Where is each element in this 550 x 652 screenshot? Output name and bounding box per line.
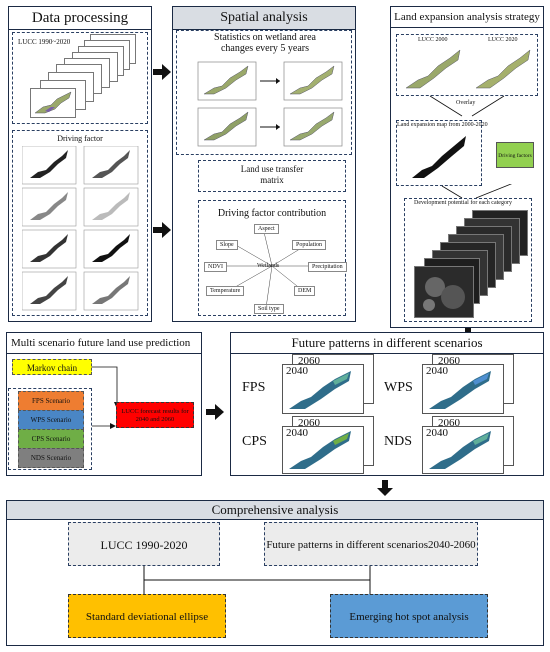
wetlands-center: Wetlands — [257, 263, 280, 269]
driving-factor-grid — [22, 146, 142, 314]
future-patterns-title: Future patterns in different scenarios — [231, 333, 543, 354]
stats-maps — [196, 60, 346, 152]
factor-aspect: Aspect — [254, 224, 279, 234]
future-label-cps: CPS — [242, 434, 267, 449]
lucc-summary-box: LUCC 1990-2020 — [68, 522, 220, 566]
potential-label: Development potential for each category — [414, 200, 512, 206]
wps-year-2040: 2040 — [426, 365, 448, 377]
arrow-data-to-spatial-2 — [153, 222, 171, 238]
future-summary-box: Future patterns in different scenarios20… — [264, 522, 478, 566]
scenario-fps: FPS Scenario — [18, 391, 84, 411]
ellipse-box: Standard deviational ellipse — [68, 594, 226, 638]
expansion-map-label: Land expansion map from 2000-2020 — [397, 122, 488, 128]
arrow-multi-to-future — [206, 404, 224, 420]
lucc-stack-label: LUCC 1990~2020 — [18, 38, 71, 46]
comprehensive-connectors — [68, 566, 488, 596]
nds-map-2040 — [422, 426, 504, 474]
arrow-future-down — [377, 480, 393, 496]
scenario-cps: CPS Scenario — [18, 429, 84, 449]
lucc-stack-maps — [26, 34, 146, 120]
factor-dem: DEM — [294, 286, 316, 296]
lucc-2020-label: LUCC 2020 — [488, 37, 518, 43]
cps-map-2040 — [282, 426, 364, 474]
scenario-nds: NDS Scenario — [18, 448, 84, 468]
factor-ndvi: NDVI — [204, 262, 227, 272]
scenario-connector — [92, 420, 116, 432]
cps-year-2040: 2040 — [286, 427, 308, 439]
factor-temperature: Temperature — [206, 286, 245, 296]
hotspot-box: Emerging hot spot analysis — [330, 594, 488, 638]
expansion-arrows — [396, 184, 538, 200]
overlay-arrows — [396, 94, 538, 120]
stats-title: Statistics on wetland area changes every… — [214, 32, 316, 54]
factor-slope: Slope — [216, 240, 238, 250]
land-expansion-title: Land expansion analysis strategy — [391, 7, 543, 28]
transfer-title: Land use transfer matrix — [240, 164, 304, 185]
lucc-2000-label: LUCC 2000 — [418, 37, 448, 43]
spatial-analysis-title: Spatial analysis — [173, 7, 355, 30]
multi-scenario-title: Multi scenario future land use predictio… — [7, 333, 201, 354]
scenario-group — [8, 388, 92, 470]
expansion-map-image — [408, 132, 474, 182]
driving-factors-box: Driving factors — [496, 142, 534, 168]
arrow-data-to-spatial-1 — [153, 64, 171, 80]
lucc-compare-maps — [400, 46, 536, 94]
transfer-box — [198, 160, 346, 192]
comprehensive-title: Comprehensive analysis — [7, 501, 543, 520]
contribution-title: Driving factor contribution — [217, 208, 327, 219]
future-label-nds: NDS — [384, 434, 413, 449]
stats-box — [176, 30, 352, 155]
forecast-box: LUCC forecast results for 2040 and 2060 — [116, 402, 194, 428]
fps-year-2040: 2040 — [286, 365, 308, 377]
potential-stack — [410, 210, 530, 320]
fps-map-2040 — [282, 364, 364, 414]
lucc-stack-box — [12, 32, 148, 124]
nds-year-2040: 2040 — [426, 427, 448, 439]
data-processing-title: Data processing — [9, 7, 151, 30]
wps-map-2040 — [422, 364, 504, 414]
expansion-map-box — [396, 120, 482, 186]
driving-factor-box — [12, 130, 148, 316]
contribution-box — [198, 200, 346, 316]
factor-soil-type: Soil type — [254, 304, 284, 314]
future-label-fps: FPS — [242, 380, 266, 395]
overlay-label: Overlay — [456, 100, 476, 106]
potential-box — [404, 198, 532, 322]
contribution-diagram: Aspect Slope Population NDVI Precipitati… — [198, 222, 347, 316]
scenario-wps: WPS Scenario — [18, 410, 84, 430]
driving-factor-label: Driving factor — [57, 134, 103, 143]
factor-precipitation: Precipitation — [308, 262, 347, 272]
future-label-wps: WPS — [384, 380, 413, 395]
factor-population: Population — [292, 240, 327, 250]
markov-chain-box: Markov chain — [12, 359, 92, 375]
lucc-compare-box — [396, 34, 538, 96]
